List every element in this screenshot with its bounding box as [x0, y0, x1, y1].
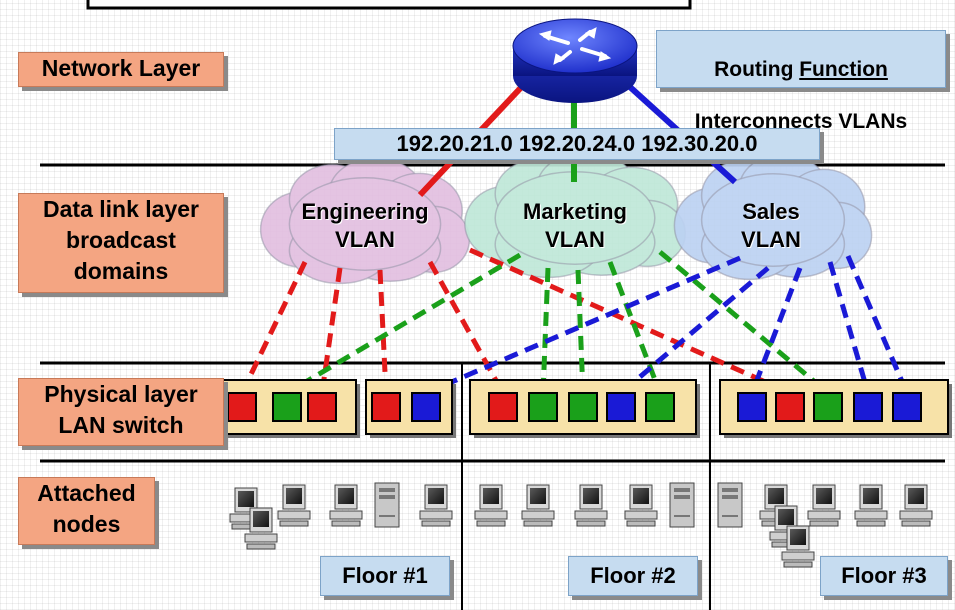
vlan-link-2 — [319, 267, 343, 394]
attached-nodes-label: Attached nodes — [18, 477, 155, 545]
switch-port-blue — [892, 392, 922, 422]
switch-port-green — [272, 392, 302, 422]
vlan-link-12 — [619, 266, 770, 395]
workstation-icon — [244, 507, 278, 550]
physical-layer-label: Physical layer LAN switch — [18, 378, 224, 446]
floor-3-label: Floor #3 — [820, 556, 948, 596]
switch-port-green — [813, 392, 843, 422]
switch-port-blue — [853, 392, 883, 422]
routing-function-label: Routing Function Interconnects VLANs — [656, 30, 946, 133]
switch-port-red — [371, 392, 401, 422]
vlan-link-9 — [607, 261, 663, 394]
network-layer-label: Network Layer — [18, 52, 224, 87]
vlan-link-11 — [425, 255, 741, 396]
switch-port-green — [568, 392, 598, 422]
subnet-addresses-label: 192.20.21.0 192.20.24.0 192.30.20.0 — [334, 128, 820, 160]
switch-port-blue — [606, 392, 636, 422]
workstation-icon — [574, 484, 608, 527]
vlan-link-6 — [285, 252, 522, 396]
vlan-link-10 — [658, 250, 830, 395]
engineering-vlan-cloud — [259, 157, 471, 285]
sales-vlan-name: Sales VLAN — [741, 199, 801, 252]
switch-port-blue — [411, 392, 441, 422]
vlan-clouds — [259, 151, 873, 285]
server-tower-icon — [374, 482, 400, 528]
vlan-link-1 — [239, 260, 308, 395]
floor-1-label: Floor #1 — [320, 556, 450, 596]
router-icon — [512, 18, 638, 103]
vlan-link-14 — [827, 261, 871, 394]
workstation-icon — [807, 484, 841, 527]
server-tower-icon — [669, 482, 695, 528]
vlan-link-8 — [575, 269, 586, 394]
workstation-icon — [899, 484, 933, 527]
vlan-link-13 — [749, 267, 803, 394]
workstation-icon — [229, 487, 263, 530]
engineering-vlan-name: Engineering VLAN — [301, 199, 429, 252]
workstation-icon — [329, 484, 363, 527]
switch-port-red — [307, 392, 337, 422]
routing-label-prefix: Routing — [714, 58, 800, 81]
workstation-icon — [419, 484, 453, 527]
workstation-icon — [521, 484, 555, 527]
top-title-frame — [86, 0, 692, 10]
workstation-icon — [854, 484, 888, 527]
sales-vlan-cloud — [673, 153, 873, 281]
vlan-link-4 — [427, 260, 506, 395]
switch-port-green — [645, 392, 675, 422]
vlan-link-5 — [468, 247, 792, 396]
data-link-layer-label: Data link layer broadcast domains — [18, 193, 224, 293]
floor-2-label: Floor #2 — [568, 556, 698, 596]
server-tower-icon — [717, 482, 743, 528]
marketing-vlan-cloud — [464, 151, 686, 279]
vlan-link-15 — [845, 255, 910, 394]
attached-computers — [229, 482, 933, 568]
switch-port-red — [488, 392, 518, 422]
switch-port-blue — [737, 392, 767, 422]
switch-port-green — [528, 392, 558, 422]
switch-port-red — [775, 392, 805, 422]
routing-label-line2: Interconnects VLANs — [694, 110, 908, 133]
lan-switches — [221, 379, 952, 438]
workstation-icon — [781, 525, 815, 568]
vlan-links — [239, 247, 910, 396]
routing-label-emphasis: Function — [799, 58, 888, 81]
switch-port-red — [227, 392, 257, 422]
vlan-link-7 — [540, 267, 551, 394]
vlan-link-3 — [377, 269, 389, 394]
workstation-icon — [624, 484, 658, 527]
workstation-icon — [277, 484, 311, 527]
marketing-vlan-name: Marketing VLAN — [523, 199, 627, 252]
workstation-icon — [474, 484, 508, 527]
